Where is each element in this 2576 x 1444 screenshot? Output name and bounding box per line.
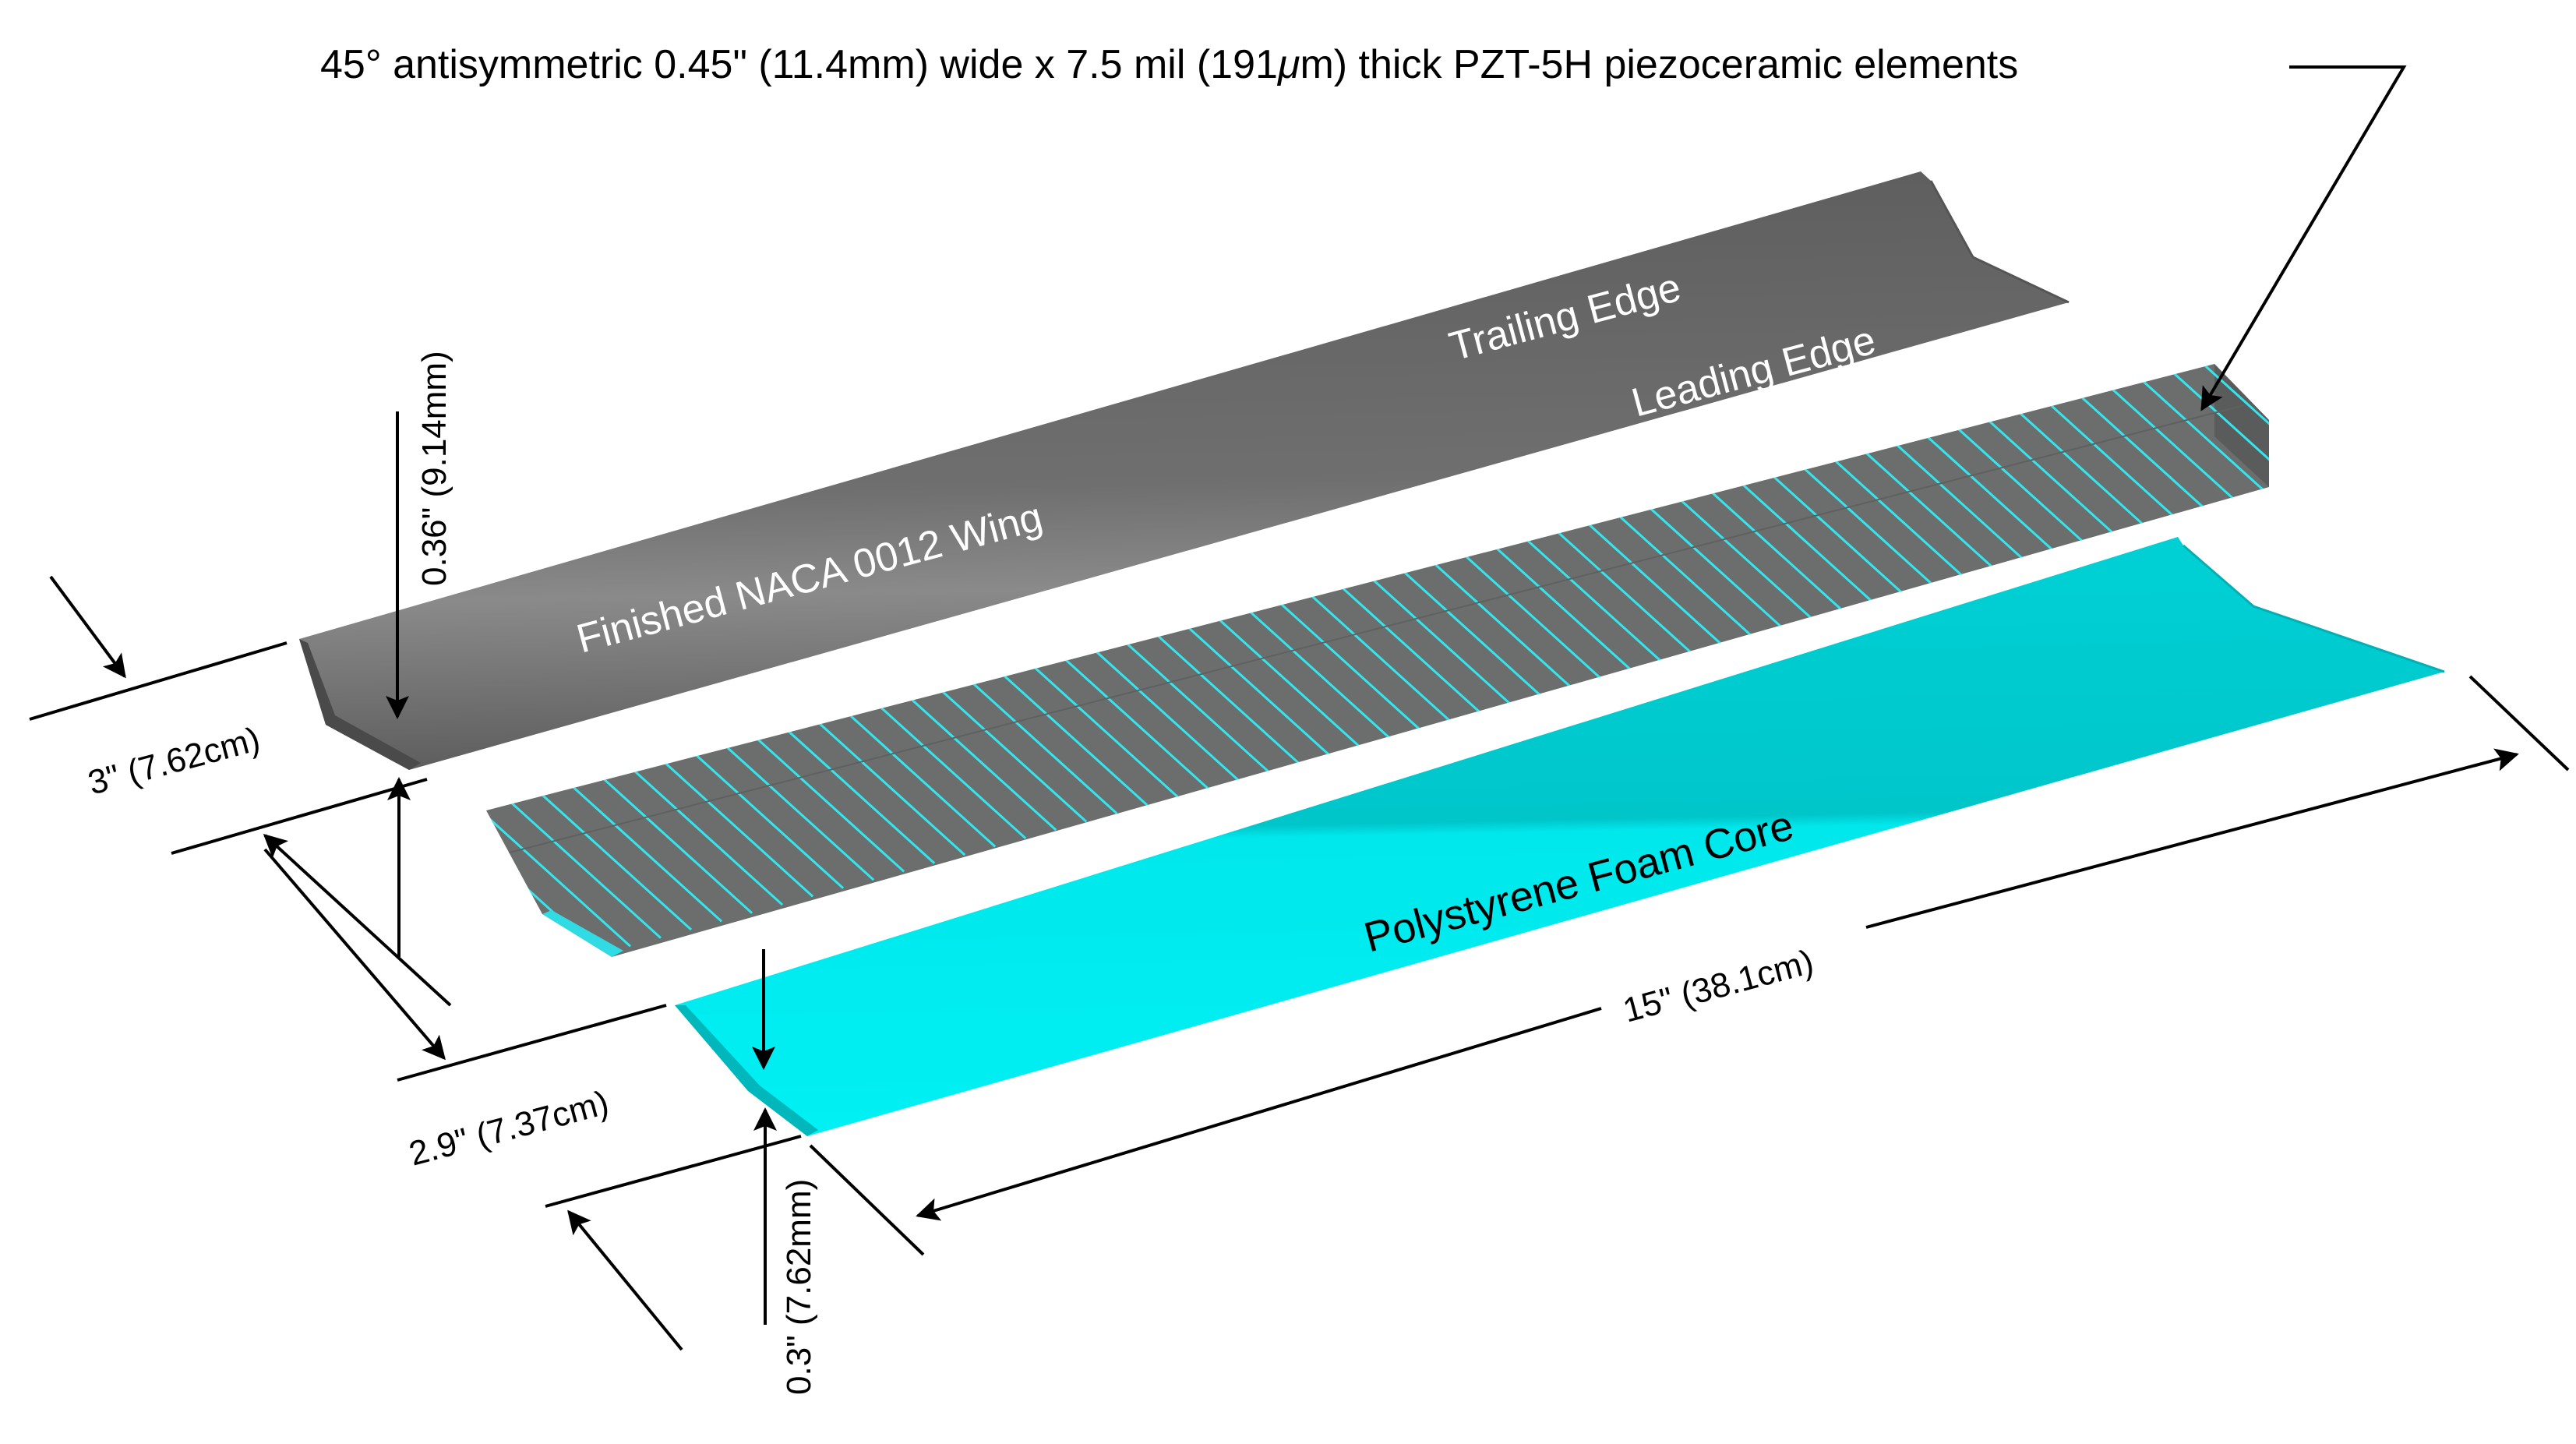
piezo-element-stripe: [1317, 564, 1483, 715]
dim-thickness-core: 0.3" (7.62mm): [752, 949, 818, 1395]
dim-chord-wing-label: 3" (7.62cm): [84, 720, 264, 803]
piezo-element-stripe: [1104, 623, 1270, 773]
piezo-element-stripe: [739, 722, 905, 873]
piezo-element-stripe: [861, 689, 1027, 839]
piezo-element-stripe: [1347, 556, 1513, 707]
piezo-callout-arrow-icon: [2200, 65, 2407, 411]
piezo-element-stripe: [486, 797, 632, 948]
piezo-element-stripe: [1195, 598, 1361, 748]
piezo-element-stripe: [891, 681, 1057, 831]
piezo-layer: Leading Edge: [486, 300, 2454, 957]
arrow-head-icon: [567, 1209, 683, 1351]
piezo-element-stripe: [1013, 648, 1179, 798]
piezo-layer-body: [486, 364, 2269, 957]
piezo-ridge-line: [506, 404, 2245, 854]
piezo-element-stripe: [1286, 573, 1452, 723]
piezo-leading-edge-face: [542, 910, 623, 957]
arrow-head-icon: [916, 1007, 1602, 1221]
arrow-head-icon: [263, 833, 452, 1007]
foam-core-body: [675, 537, 2444, 1136]
piezo-element-stripe: [952, 664, 1118, 814]
piezo-element-stripe: [496, 789, 662, 939]
piezo-element-stripe: [1165, 606, 1331, 757]
piezo-element-stripe: [618, 755, 784, 906]
arrow-head-icon: [49, 575, 126, 679]
piezo-element-stripe: [1378, 548, 1544, 698]
piezo-element-stripe: [1408, 539, 1574, 690]
piezo-callout: 45° antisymmetric 0.45" (11.4mm) wide x …: [320, 42, 2407, 411]
finished-wing-leading-edge-face: [299, 639, 421, 770]
piezo-callout-text: 45° antisymmetric 0.45" (11.4mm) wide x …: [320, 42, 2018, 87]
piezo-element-stripe: [709, 730, 875, 881]
piezo-element-stripe: [679, 739, 845, 889]
piezo-element-stripe: [557, 772, 723, 923]
piezo-element-stripe: [983, 656, 1149, 807]
piezo-element-stripe: [1256, 581, 1422, 732]
piezo-element-stripe: [1134, 614, 1300, 765]
piezo-element-stripe: [648, 747, 814, 898]
piezo-element-stripe: [1074, 631, 1240, 782]
piezo-element-stripe: [1438, 531, 1604, 682]
piezo-element-stripe: [588, 764, 753, 914]
piezo-element-stripe: [2168, 364, 2269, 482]
piezo-element-stripe: [922, 673, 1088, 823]
arrow-head-icon: [1865, 748, 2519, 929]
piezo-element-stripe: [527, 780, 693, 931]
dim-thickness-wing: 0.36" (9.14mm): [386, 351, 453, 957]
piezo-element-stripe: [1226, 589, 1392, 740]
dim-thickness-core-label: 0.3" (7.62mm): [780, 1179, 818, 1395]
dim-span-label: 15" (38.1cm): [1619, 943, 1818, 1030]
dim-thickness-wing-label: 0.36" (9.14mm): [415, 351, 453, 586]
foam-core-leading-edge-face: [675, 1005, 818, 1136]
finished-wing-body: [299, 171, 2069, 770]
piezo-element-stripe: [2259, 364, 2269, 457]
piezo-element-stripe: [831, 697, 997, 848]
piezo-element-stripe: [2291, 300, 2454, 448]
piezo-element-stripe: [770, 714, 936, 864]
piezo-element-stripe: [800, 706, 966, 856]
piezo-element-stripe: [1043, 639, 1209, 789]
arrow-head-icon: [263, 848, 446, 1061]
dim-chord-core-label: 2.9" (7.37cm): [405, 1083, 612, 1173]
